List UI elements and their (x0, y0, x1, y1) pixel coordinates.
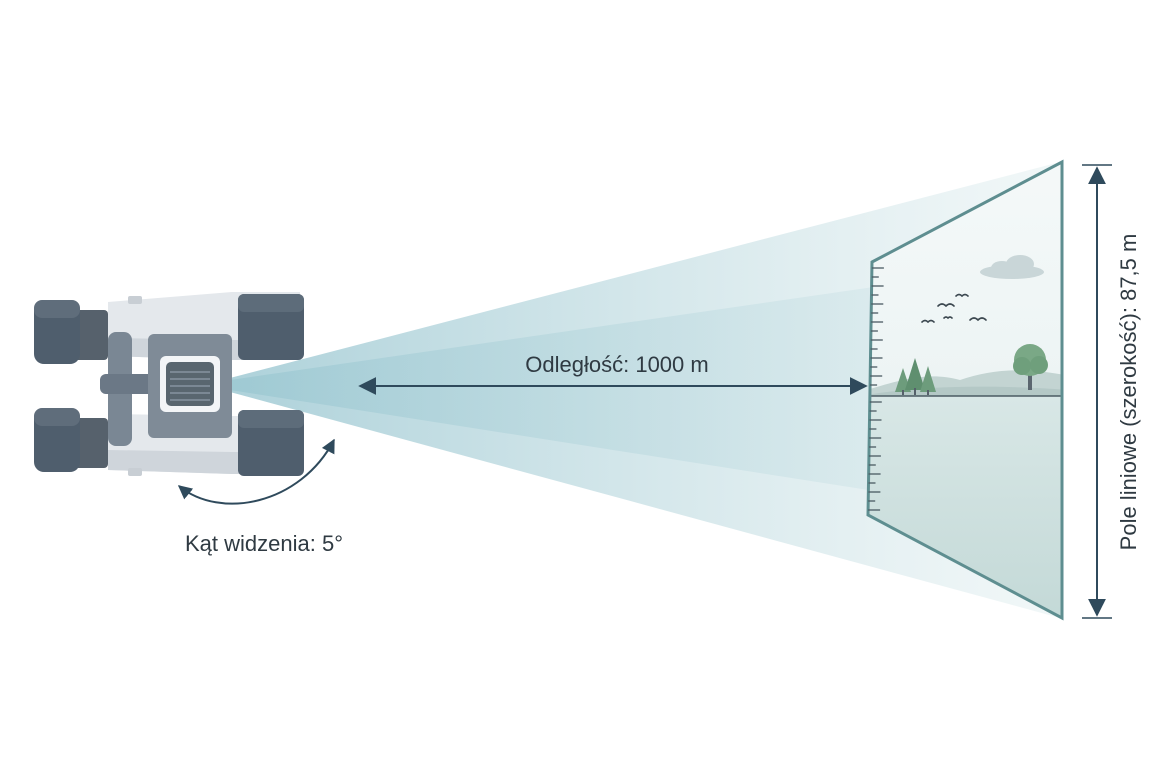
cloud-icon (980, 255, 1044, 279)
distance-label: Odległość: 1000 m (525, 352, 708, 377)
binoculars-icon (34, 292, 304, 476)
angle-label: Kąt widzenia: 5° (185, 531, 343, 556)
field-width-measure: Pole liniowe (szerokość): 87,5 m (1082, 164, 1141, 619)
angle-measure: Kąt widzenia: 5° (177, 438, 343, 556)
pine-trees-icon (895, 358, 936, 395)
distance-measure: Odległość: 1000 m (358, 352, 868, 395)
field-width-label: Pole liniowe (szerokość): 87,5 m (1116, 234, 1141, 551)
birds-icon (921, 293, 987, 324)
deciduous-tree-icon (1013, 344, 1048, 390)
ruler-ticks (868, 267, 884, 511)
